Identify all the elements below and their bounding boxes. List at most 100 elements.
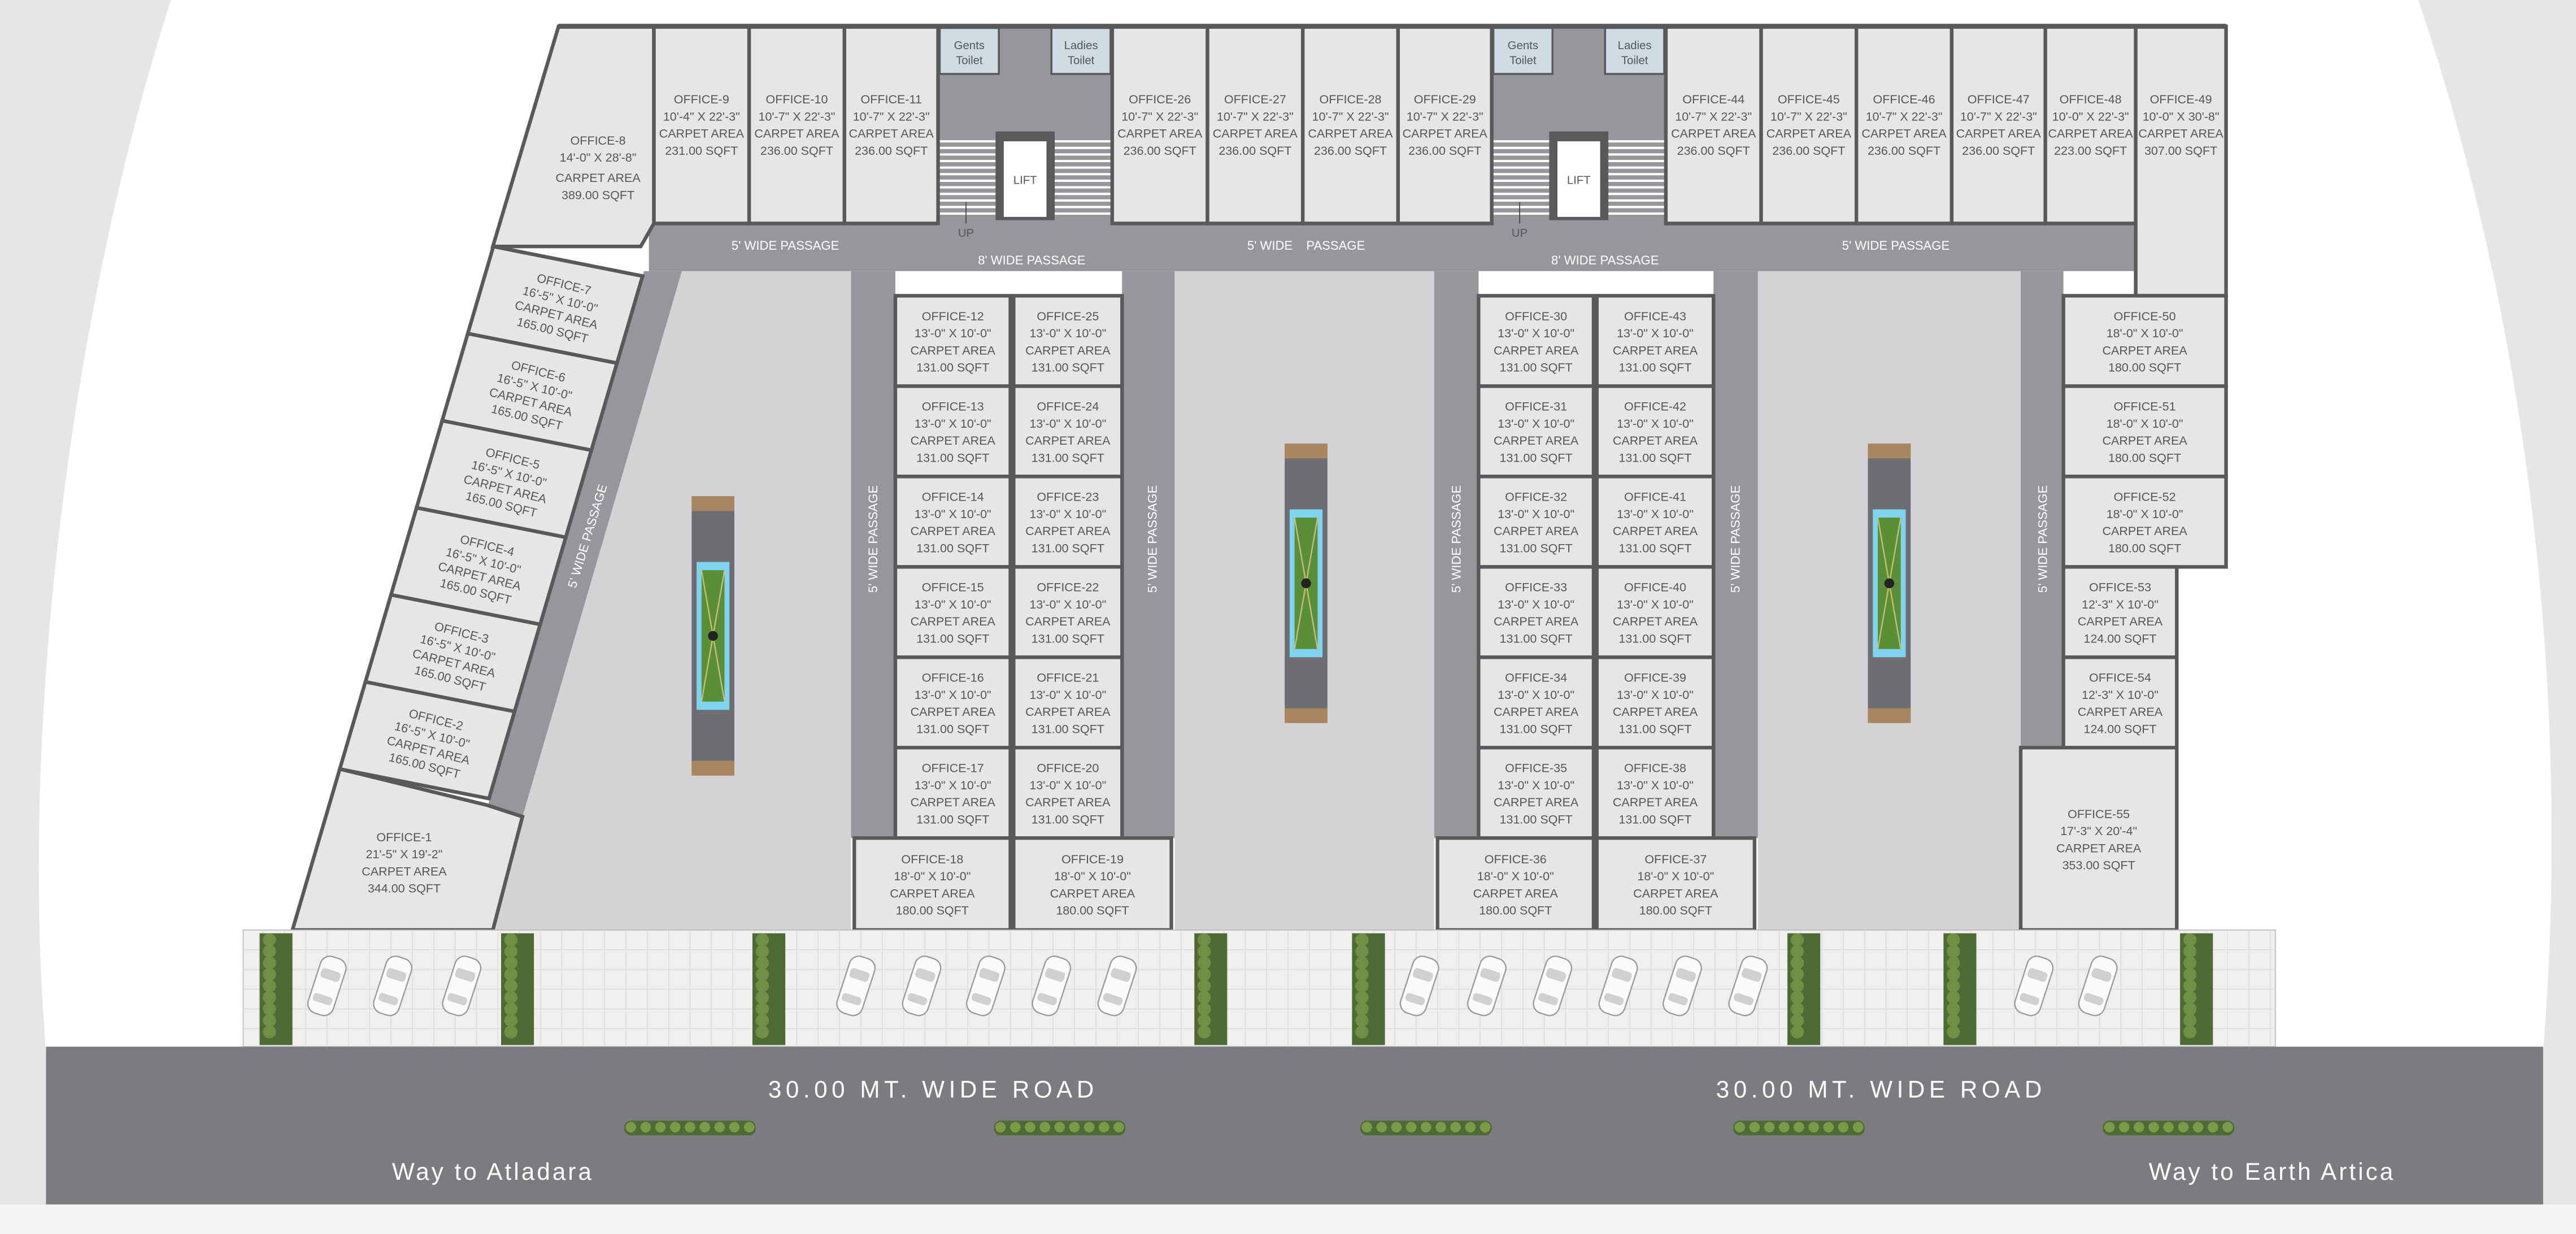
office-room: [842, 24, 940, 225]
office-6[interactable]: OFFICE-616'-5" X 10'-0"CARPET AREA165.00…: [440, 331, 620, 453]
office-3[interactable]: OFFICE-316'-5" X 10'-0"CARPET AREA165.00…: [363, 593, 543, 714]
office-name: OFFICE-21: [1037, 671, 1099, 685]
gents-toilet-label: Gents: [954, 40, 985, 52]
office-name: OFFICE-16: [922, 671, 984, 685]
road-median-shrub: [1360, 1120, 1492, 1136]
office-dimensions: 13'-0" X 10'-0": [1029, 779, 1106, 792]
ladies-toilet-label: Toilet: [1068, 54, 1095, 67]
carpet-area-label: CARPET AREA: [2138, 127, 2223, 141]
carpet-area-label: CARPET AREA: [1861, 127, 1947, 141]
carpet-area-label: CARPET AREA: [2102, 524, 2187, 538]
office-room: [337, 680, 517, 801]
office-name: OFFICE-54: [2089, 671, 2151, 685]
carpet-area-label: CARPET AREA: [1494, 524, 1579, 538]
office-area: 236.00 SQFT: [1219, 144, 1291, 158]
office-4[interactable]: OFFICE-416'-5" X 10'-0"CARPET AREA165.00…: [389, 505, 568, 627]
office-room: [1110, 24, 1209, 225]
hedge: [1943, 933, 1977, 1045]
lift[interactable]: [1003, 141, 1047, 217]
carpet-area-label: CARPET AREA: [754, 127, 839, 141]
vertical-passage: [851, 271, 895, 838]
office-area: 124.00 SQFT: [2083, 722, 2156, 736]
office-dimensions: 14'-0" X 28'-8": [560, 151, 637, 164]
office-dimensions: 13'-0" X 10'-0": [1617, 598, 1694, 611]
office-area: 236.00 SQFT: [855, 144, 928, 158]
office-dimensions: 10'-7" X 22'-3": [1675, 110, 1752, 123]
office-dimensions: 13'-0" X 10'-0": [1498, 507, 1574, 521]
office-area: 131.00 SQFT: [1032, 361, 1104, 375]
car-icon: [1467, 955, 1507, 1016]
office-area: 131.00 SQFT: [1618, 451, 1691, 464]
office-area: 131.00 SQFT: [1032, 632, 1104, 645]
office-area: 131.00 SQFT: [1618, 361, 1691, 375]
office-9[interactable]: OFFICE-910'-4" X 22'-3"CARPET AREA231.00…: [652, 24, 751, 225]
office-2[interactable]: OFFICE-216'-5" X 10'-0"CARPET AREA165.00…: [337, 680, 517, 801]
office-name: OFFICE-31: [1505, 400, 1567, 414]
office-name: OFFICE-27: [1224, 93, 1286, 106]
office-5[interactable]: OFFICE-516'-5" X 10'-0"CARPET AREA165.00…: [414, 418, 594, 540]
ladies-toilet-label: Ladies: [1064, 40, 1098, 52]
vertical-passage: [1434, 271, 1479, 838]
office-name: OFFICE-20: [1037, 762, 1099, 775]
carpet-area-label: CARPET AREA: [1213, 127, 1298, 141]
office-area: 344.00 SQFT: [368, 882, 441, 896]
road-median-shrub: [1733, 1120, 1865, 1136]
office-dimensions: 13'-0" X 10'-0": [1029, 417, 1106, 431]
office-1[interactable]: OFFICE-121'-5" X 19'-2"CARPET AREA344.00…: [290, 767, 525, 932]
car-icon: [1399, 955, 1439, 1016]
carpet-area-label: CARPET AREA: [2078, 705, 2163, 719]
parking-strip: [242, 929, 2276, 1048]
office-7[interactable]: OFFICE-716'-5" X 10'-0"CARPET AREA165.00…: [465, 244, 645, 366]
lift[interactable]: [1557, 141, 1600, 217]
office-8[interactable]: OFFICE-814'-0" X 28'-8"CARPET AREA389.00…: [490, 24, 656, 249]
carpet-area-label: CARPET AREA: [1403, 127, 1488, 141]
